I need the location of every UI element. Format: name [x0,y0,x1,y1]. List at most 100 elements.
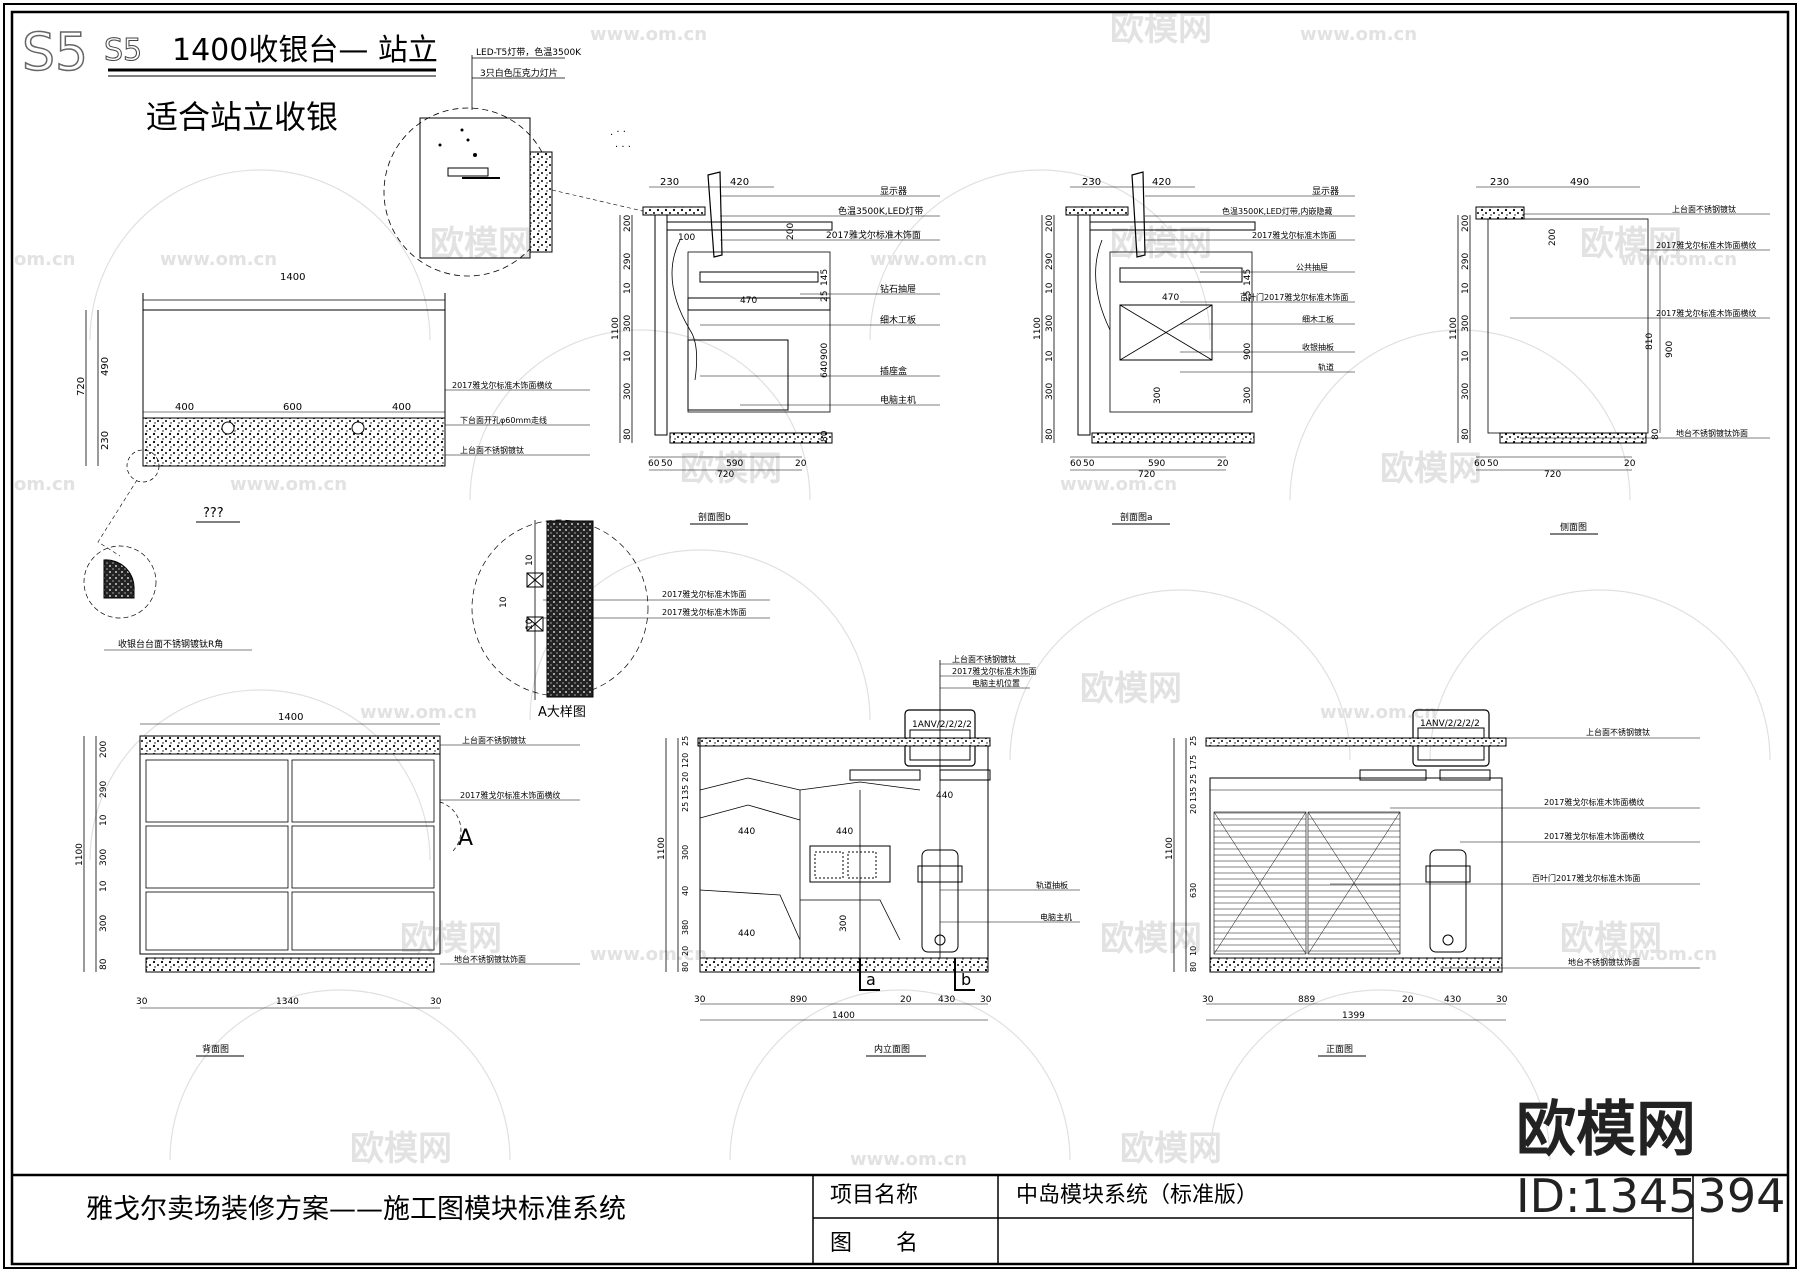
watermark-text-layer: 欧模网欧模网欧模网欧模网欧模网欧模网欧模网欧模网欧模网欧模网欧模网欧模网www.… [14,9,1737,1170]
section-a-label: 剖面图a [1120,511,1153,523]
watermark-brand: 欧模网 [1110,9,1212,49]
side-left-dim-7: 80 [1461,428,1471,440]
front-total: 1100 [1165,837,1175,860]
inner-left-dim-1: 25 [681,736,690,746]
detail-a-dim-3: 10 [525,618,535,630]
side-top-dim-1: 230 [1490,177,1509,188]
watermark-url: www.om.cn [1300,24,1417,45]
inner-left-dim-5: 25 [681,802,690,812]
inner-note-5: 电脑主机 [1040,912,1072,922]
section-a-note-1: 显示器 [1312,186,1339,197]
section-a-inner-e: 300 [1153,387,1163,404]
section-a-note-2: 色温3500K,LED灯带,内嵌隐藏 [1222,206,1332,216]
side-inner-d: 80 [1651,428,1661,440]
back-note-2: 2017雅戈尔标准木饰面横纹 [460,790,560,800]
sheet-inner-border [10,10,1790,1266]
section-a-note-6: 细木工板 [1302,314,1334,324]
inner-elevation-view: 1ANV/2/2/2/2 a b 25 120 20 135 25 300 40… [657,654,1080,1057]
inner-left-dim-10: 80 [681,962,690,972]
section-b-top-dim-2: 420 [730,177,749,188]
callout-top-line-2: 3只白色压克力灯片 [480,67,558,79]
watermark-brand: 欧模网 [680,449,782,489]
section-b-inner-d: 145 [820,269,830,286]
inner-note-4: 轨道抽板 [1036,880,1068,890]
front-note-2: 2017雅戈尔标准木饰面横纹 [1544,797,1644,807]
front-left-dim-6: 630 [1189,883,1198,898]
side-inner-c: 900 [1665,341,1675,358]
section-b-view: 230 420 200 290 10 300 10 300 80 1100 10… [611,171,940,525]
side-left-dim-3: 10 [1461,282,1471,294]
section-b-inner-c: 200 [786,223,796,240]
svg-text:. · ·: . · · [610,127,626,138]
back-left-dim-5: 10 [99,880,109,892]
side-inner-a: 200 [1548,229,1558,246]
front-left-dim-3: 25 [1189,774,1198,784]
back-left-dim-3: 10 [99,814,109,826]
callout-top: LED-T5灯带，色温3500K 3只白色压克力灯片 . · · · · · [383,46,661,277]
section-a-note-3: 2017雅戈尔标准木饰面 [1252,230,1336,240]
front-bottom-4: 430 [1444,995,1461,1005]
section-a-inner-f: 300 [1243,387,1253,404]
sheet-outer-border [3,3,1797,1269]
back-total: 1100 [75,843,85,866]
plan-note-2: 下台面开孔φ60mm走线 [460,415,547,425]
back-left-dim-1: 200 [99,741,109,758]
detail-a: 10 10 10 2017雅戈尔标准木饰面 2017雅戈尔标准木饰面 A大样图 [471,519,770,720]
inner-plinth [699,957,989,973]
front-note-1: 上台面不锈钢镀钛 [1586,727,1650,737]
side-bottom-total: 720 [1544,470,1561,480]
watermark-url-short: om.cn [14,249,75,270]
section-a-top-dim-2: 420 [1152,177,1171,188]
section-a-left-dim-6: 300 [1045,383,1055,400]
section-b-left-dim-1: 200 [623,215,633,232]
title-block-id: ID:1345394 [1516,1169,1785,1223]
section-b-bottom-1: 60 [648,459,660,469]
section-b-left-dim-2: 290 [623,253,633,270]
callout-top-line-1: LED-T5灯带，色温3500K [476,46,582,58]
watermark-url: www.om.cn [230,474,347,495]
section-b-note-3: 2017雅戈尔标准木饰面 [826,229,921,241]
plan-note-1: 2017雅戈尔标准木饰面横纹 [452,380,552,390]
inner-note-1: 上台面不锈钢镀钛 [952,654,1016,664]
plan-dim-h1: 490 [100,357,111,376]
front-note-3: 2017雅戈尔标准木饰面横纹 [1544,831,1644,841]
side-bottom-1: 60 [1474,459,1486,469]
back-left-dim-6: 300 [99,915,109,932]
inner-counter-top [697,737,991,747]
side-note-3: 2017雅戈尔标准木饰面横纹 [1656,308,1756,318]
watermark-brand: 欧模网 [1120,1129,1222,1169]
watermark-arc [89,169,431,341]
detail-a-label: A大样图 [538,705,586,720]
section-b-inner-b: 470 [740,296,757,306]
watermark-arc [869,169,1211,341]
front-label: 正面图 [1326,1044,1353,1055]
inner-bottom-1: 30 [694,995,706,1005]
back-left-dim-2: 290 [99,781,109,798]
inner-section-mark-b: b [961,970,971,989]
sheet-code-big: S5 [22,23,88,83]
side-left-dim-1: 200 [1461,215,1471,232]
section-a-left-dim-4: 300 [1045,315,1055,332]
watermark-brand: 欧模网 [400,919,502,959]
plan-dim-s1: 400 [175,402,194,413]
section-b-top-dim-1: 230 [660,177,679,188]
inner-dim-a: 440 [936,791,953,801]
section-a-bottom-3: 590 [1148,459,1165,469]
section-b-plinth [669,432,833,444]
section-a-total: 1100 [1033,317,1043,340]
section-a-left-dim-1: 200 [1045,215,1055,232]
side-total: 1100 [1449,317,1459,340]
plan-view: 1400 490 230 720 400 600 400 2017雅戈尔标准木饰… [76,272,590,651]
back-bottom-3: 30 [430,997,442,1007]
section-b-inner-a: 100 [678,233,695,243]
svg-text:· · ·: · · · [615,142,631,153]
section-b-bottom-total: 720 [717,470,734,480]
sheet-code-small: S5 [104,33,142,68]
title-block-project-value: 中岛模块系统（标准版） [1016,1183,1258,1208]
section-a-note-4: 公共抽屉 [1296,262,1328,272]
watermark-arc [1009,589,1351,761]
title-block: 雅戈尔卖场装修方案——施工图模块标准系统 项目名称 中岛模块系统（标准版） 图 … [12,1095,1788,1264]
back-bottom-1: 30 [136,997,148,1007]
section-a-bottom-4: 20 [1217,459,1229,469]
